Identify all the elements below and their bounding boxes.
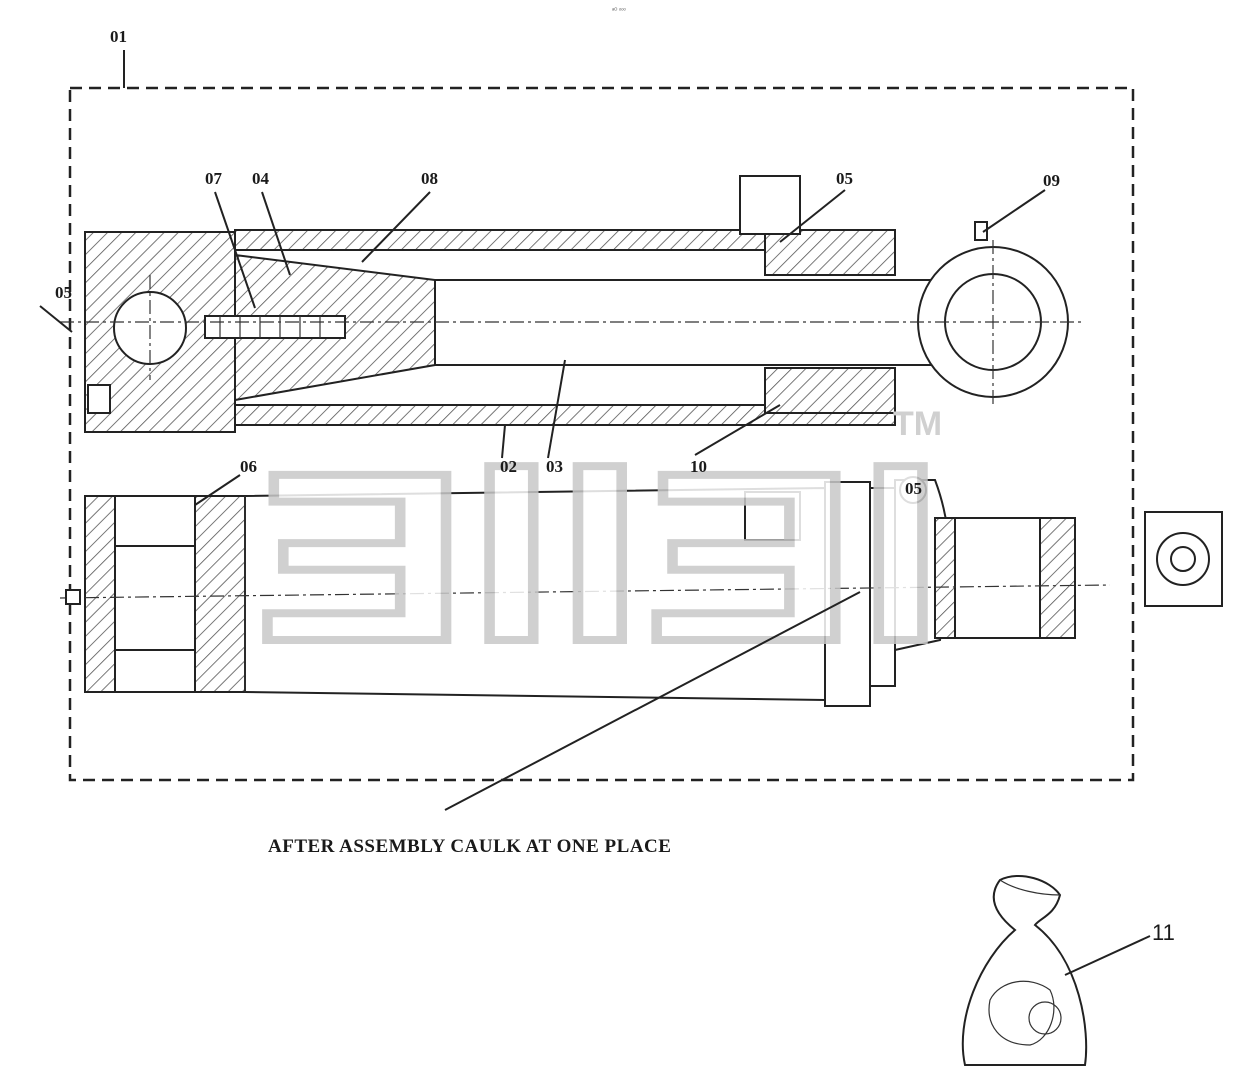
upper-section-view [60,175,1085,433]
callout-05-top: 05 [836,169,853,188]
leader-03 [547,359,566,459]
watermark-logo: ƎllƎl [255,423,945,691]
leader-11 [1064,935,1151,976]
leader-08 [361,191,431,263]
assembly-boundary [68,86,1135,782]
leader-09-left [39,305,73,333]
callout-05-circled: 05 [905,479,922,498]
leader-05-top [779,189,846,243]
watermark-tm: TM [893,405,942,443]
header-tiny-mark: ᵃᴼ ᵒᵒᵒ [612,7,626,14]
leader-04 [261,191,291,276]
leader-06 [194,474,241,506]
leader-02 [501,424,506,459]
callout-01: 01 [110,27,127,46]
leader-caulk [444,591,861,811]
callout-04: 04 [252,169,270,188]
caulk-note: AFTER ASSEMBLY CAULK AT ONE PLACE [268,836,671,857]
callout-11: 11 [1152,920,1175,945]
callout-08: 08 [421,169,438,188]
callout-07: 07 [205,169,223,188]
callout-05-left: 05 [55,283,72,302]
leader-07 [214,191,256,309]
lower-section-view [59,476,1223,707]
callout-06: 06 [240,457,257,476]
parts-bag-illustration [961,875,1088,1066]
callout-03: 03 [546,457,563,476]
callout-09-right: 09 [1043,171,1060,190]
leader-10 [694,404,781,456]
callout-02: 02 [500,457,517,476]
leader-09-right [982,189,1046,233]
callout-10: 10 [690,457,707,476]
